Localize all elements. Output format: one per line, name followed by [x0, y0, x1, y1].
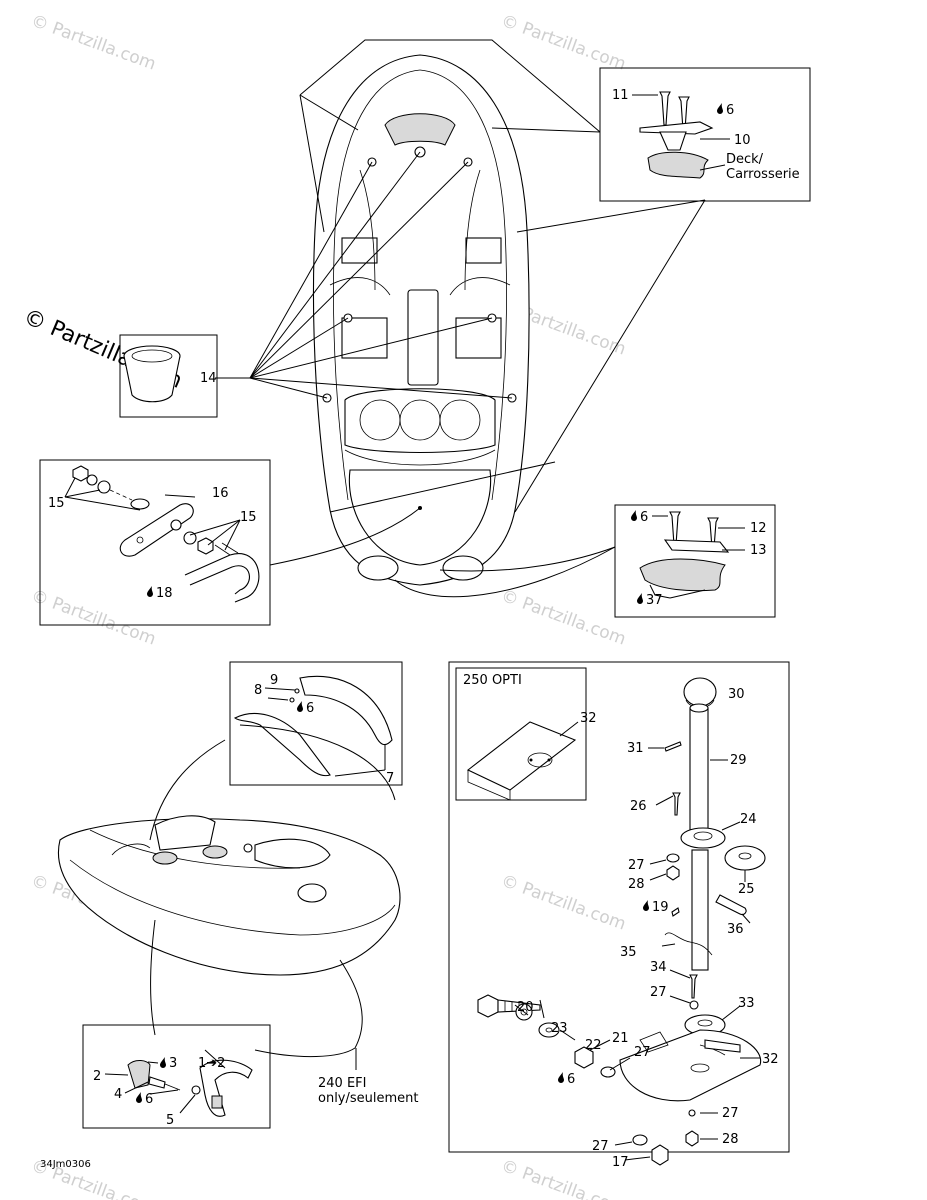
droplet-icon: [643, 900, 649, 911]
callout-28-b: 28: [722, 1132, 739, 1147]
steering-box: [448, 661, 790, 1153]
callout-33: 33: [738, 996, 755, 1011]
callout-11: 11: [612, 88, 629, 103]
callout-36: 36: [727, 922, 744, 937]
callout-4: 4: [114, 1087, 122, 1102]
tow-bracket-assembly: [64, 465, 260, 603]
opti-box: [455, 667, 587, 801]
callout-7: 7: [386, 771, 394, 786]
callout-25: 25: [738, 882, 755, 897]
grab-handle-assembly: [233, 675, 393, 777]
watermark-text: © Partzilla.com: [28, 11, 158, 75]
diagram-code: 34Jm0306: [40, 1159, 91, 1170]
callout-6-c: 6: [306, 701, 314, 716]
callout-9: 9: [270, 673, 278, 688]
callout-8: 8: [254, 683, 262, 698]
callout-30: 30: [728, 687, 745, 702]
droplet-icon: [297, 701, 303, 712]
callout-2: 2: [93, 1069, 101, 1084]
callout-29: 29: [730, 753, 747, 768]
arrow-label: 1➔2: [198, 1056, 225, 1071]
callout-24: 24: [740, 812, 757, 827]
cup-holder: [123, 345, 181, 403]
watermark-text: © Partzilla.com: [498, 1156, 628, 1200]
callout-22: 22: [585, 1038, 602, 1053]
callout-5: 5: [166, 1113, 174, 1128]
opti-label: 250 OPTI: [463, 673, 522, 688]
callout-34: 34: [650, 960, 667, 975]
droplet-icon: [160, 1057, 166, 1068]
efi-note-2: only/seulement: [318, 1091, 419, 1106]
callout-32: 32: [580, 711, 597, 726]
callout-18: 18: [156, 586, 173, 601]
callout-6-e: 6: [145, 1092, 153, 1107]
cleat-detail-box: [599, 67, 811, 202]
droplet-icon: [558, 1072, 564, 1083]
efi-leader: [254, 1047, 356, 1058]
droplet-icon: [717, 103, 723, 114]
steering-column: [619, 677, 766, 1147]
droplet-icon: [147, 586, 153, 597]
callout-27-d: 27: [592, 1139, 609, 1154]
lever-assembly: [104, 1049, 253, 1117]
callout-27-e: 27: [722, 1106, 739, 1121]
callout-23: 23: [551, 1021, 568, 1036]
callout-3: 3: [169, 1056, 177, 1071]
droplet-icon: [136, 1092, 142, 1103]
callout-13: 13: [750, 543, 767, 558]
callout-27-c: 27: [634, 1045, 651, 1060]
cup-holder-box: [119, 334, 218, 418]
tow-bracket-box: [39, 459, 271, 626]
rear-plate-box: [614, 504, 776, 618]
callout-6: 6: [726, 103, 734, 118]
stopper-assembly: [477, 994, 669, 1166]
callout-15-b: 15: [240, 510, 257, 525]
droplet-icon: [631, 510, 637, 521]
callout-21: 21: [612, 1031, 629, 1046]
callout-16: 16: [212, 486, 229, 501]
efi-note: 240 EFI: [318, 1076, 366, 1091]
callout-15: 15: [48, 496, 65, 511]
callout-6-d: 6: [567, 1072, 575, 1087]
callout-28: 28: [628, 877, 645, 892]
lever-box: [82, 1024, 271, 1129]
droplet-icon: [637, 593, 643, 604]
hull-top-view: [312, 54, 530, 586]
callout-17: 17: [612, 1155, 629, 1170]
callout-6-b: 6: [640, 510, 648, 525]
callout-14: 14: [200, 371, 217, 386]
hull-side-view: [57, 724, 401, 1049]
callout-35: 35: [620, 945, 637, 960]
callout-37: 37: [646, 593, 663, 608]
watermark-text: © Partzilla.com: [498, 11, 628, 75]
watermark-text: © Partzilla.com: [28, 586, 158, 650]
opti-plate: [466, 721, 579, 801]
deck-label: Deck/: [726, 152, 764, 167]
grab-handle-box: [229, 661, 403, 786]
deck-label-2: Carrosserie: [726, 167, 800, 182]
callout-20: 20: [517, 1000, 534, 1015]
cleat-assembly: [632, 91, 730, 179]
callout-10: 10: [734, 133, 751, 148]
watermark-text: © Partzilla.com: [498, 586, 628, 650]
callout-31: 31: [627, 741, 644, 756]
callout-12: 12: [750, 521, 767, 536]
callout-26: 26: [630, 799, 647, 814]
watermark-text: © Partzilla.com: [498, 871, 628, 935]
callout-27-b: 27: [650, 985, 667, 1000]
callout-19: 19: [652, 900, 669, 915]
rear-plate-assembly: [639, 511, 745, 599]
callout-27: 27: [628, 858, 645, 873]
leader-lines-top: [215, 39, 706, 598]
callout-32-b: 32: [762, 1052, 779, 1067]
